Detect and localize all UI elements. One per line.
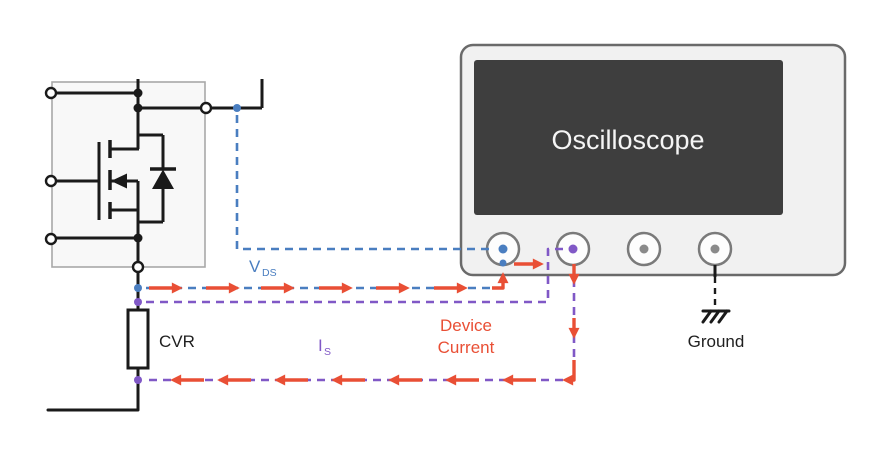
- terminal-circle-gate: [44, 174, 58, 188]
- vds-sense-line-drain: [235, 115, 495, 251]
- terminal-circle-top: [44, 86, 58, 100]
- is-label-main: I: [318, 336, 323, 355]
- diode-triangle: [152, 169, 174, 189]
- is-tap-dot-top: [134, 298, 142, 306]
- dut-group: [44, 79, 264, 310]
- ground-hatches: [701, 309, 729, 324]
- bnc-pin-icon: [639, 244, 649, 254]
- chassis-ground-icon: [701, 309, 731, 324]
- bnc-pin-icon: [710, 244, 720, 254]
- cvr-bottom-wire: [46, 366, 140, 412]
- current-corner-left: [562, 360, 576, 386]
- current-corner-up-ch1: [492, 272, 509, 290]
- dut-box: [51, 81, 206, 268]
- device-current-label-line1: Device: [440, 316, 492, 335]
- junction-dot: [133, 233, 143, 243]
- bnc-connector-4: [697, 231, 733, 267]
- vds-tap-dot: [233, 104, 241, 112]
- device-current-label-line2: Current: [438, 338, 495, 357]
- oscilloscope-label: Oscilloscope: [551, 125, 704, 155]
- cvr-label: CVR: [159, 332, 195, 351]
- ground-group: Ground: [688, 265, 745, 351]
- vds-label-main: V: [249, 257, 261, 276]
- junction-dot: [133, 88, 143, 98]
- oscilloscope-screen: [474, 60, 783, 215]
- cvr-resistor-body: [126, 308, 150, 370]
- bnc-pin-icon: [568, 244, 578, 254]
- is-return-line: [146, 265, 576, 382]
- bnc-pin-icon: [498, 244, 508, 254]
- mosfet-body-arrow: [111, 173, 127, 189]
- vds-source-tap-dot: [134, 284, 142, 292]
- vds-label-sub: DS: [262, 267, 277, 279]
- junction-dot: [133, 103, 143, 113]
- cvr-resistor: CVR: [46, 308, 195, 412]
- terminal-circle-source: [44, 232, 58, 246]
- terminal-circle-bottom: [131, 260, 145, 274]
- terminal-circle-drain-sense: [199, 101, 213, 115]
- body-diode-icon: [138, 133, 176, 224]
- mosfet-symbol-icon: [97, 140, 140, 238]
- bnc-connector-3: [626, 231, 662, 267]
- device-current-path: Device Current: [149, 258, 580, 386]
- ground-label: Ground: [688, 332, 745, 351]
- is-tap-dot-bottom: [134, 376, 142, 384]
- is-sense-line: [146, 247, 566, 304]
- vds-shield-dot: [499, 259, 507, 267]
- is-label-sub: S: [324, 346, 331, 358]
- oscilloscope: Oscilloscope: [459, 43, 847, 277]
